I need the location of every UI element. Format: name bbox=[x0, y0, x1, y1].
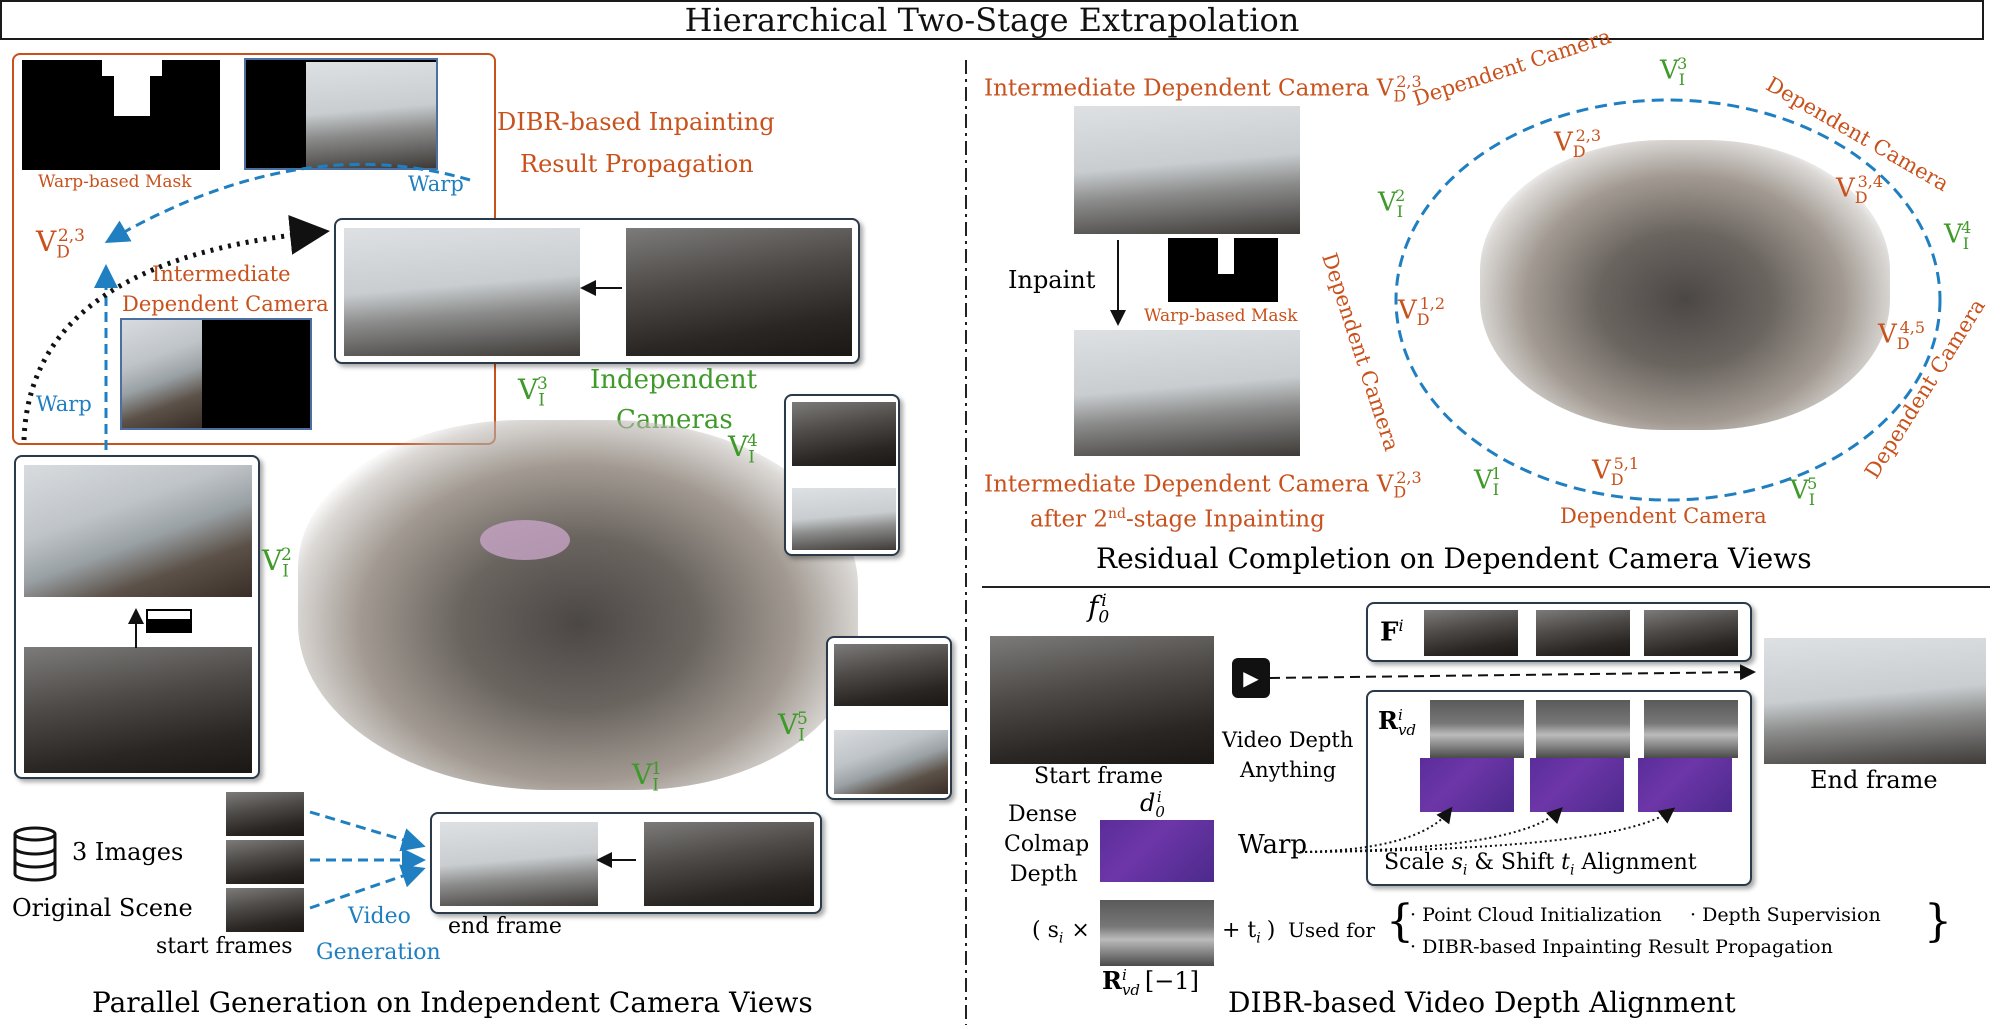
start-frame-2 bbox=[226, 840, 304, 884]
orbit-vi4-label: VI4 bbox=[1944, 218, 1972, 253]
vi3-label: VI3 bbox=[518, 373, 548, 411]
formula-plus: + ti) bbox=[1222, 918, 1276, 947]
rt-warp-mask-label: Warp-based Mask bbox=[1144, 306, 1298, 326]
start-frame-3 bbox=[226, 888, 304, 932]
start-frame-label: Start frame bbox=[1034, 764, 1164, 789]
vi4-label: VI4 bbox=[728, 430, 758, 468]
bottom-camera-label-line2: after 2nd-stage Inpainting bbox=[1030, 506, 1325, 533]
database-icon bbox=[12, 826, 58, 882]
orbit-vi5-label: VI5 bbox=[1790, 474, 1818, 509]
three-images-label: 3 Images bbox=[72, 838, 184, 866]
result-image bbox=[344, 228, 580, 356]
orbit-scene-pointcloud bbox=[1480, 140, 1890, 430]
dense-line2: Colmap bbox=[1004, 832, 1090, 857]
pre-inpaint-image bbox=[1074, 106, 1300, 234]
f0-label: f0i bbox=[1088, 590, 1110, 628]
mask-hole-top bbox=[102, 60, 162, 76]
vi5-label: VI5 bbox=[778, 708, 808, 746]
vi2-label: VI2 bbox=[262, 544, 292, 582]
formula-open: ( si× bbox=[1032, 918, 1090, 947]
orbit-vd12-label: VD1,2 bbox=[1398, 294, 1446, 329]
scene-pointcloud bbox=[298, 420, 858, 790]
vda-label-line2: Anything bbox=[1240, 758, 1337, 782]
end-frame-image bbox=[1764, 638, 1986, 764]
video-depth-icon: ▶ bbox=[1232, 658, 1270, 698]
independent-label-line1: Independent bbox=[590, 365, 758, 395]
colmap-depth-image bbox=[1100, 820, 1214, 882]
Rvd-frames-box: Rvdi Scale si & Shift ti Alignment bbox=[1366, 690, 1752, 886]
left-caption: Parallel Generation on Independent Camer… bbox=[92, 986, 813, 1019]
vi5-frames-box bbox=[826, 636, 952, 800]
inpaint-label: Inpaint bbox=[1008, 266, 1096, 294]
d0-label: d0i bbox=[1140, 788, 1165, 821]
dibr-label-line1: DIBR-based Inpainting bbox=[497, 108, 775, 136]
brace-left: { bbox=[1386, 896, 1414, 947]
dibr-label-line2: Result Propagation bbox=[520, 150, 754, 178]
end-frame-label-right: End frame bbox=[1810, 766, 1938, 794]
scene-flowers bbox=[480, 520, 570, 560]
input-image bbox=[626, 228, 852, 356]
Rvd-minus1-image bbox=[1100, 900, 1214, 966]
right-top-caption: Residual Completion on Dependent Camera … bbox=[1096, 542, 1812, 575]
start-frames-label: start frames bbox=[156, 934, 293, 959]
orbit-vd51-label: VD5,1 bbox=[1592, 454, 1640, 489]
orbit-vi2-label: VI2 bbox=[1378, 186, 1406, 221]
warped-image bbox=[244, 58, 438, 170]
orbit-vd45-label: VD4,5 bbox=[1878, 318, 1926, 353]
vi4-frames-box bbox=[784, 394, 900, 556]
warp-mask-image bbox=[22, 60, 220, 170]
vda-label-line1: Video Depth bbox=[1222, 728, 1354, 752]
dep-camera-label-b: Dependent Camera bbox=[1560, 504, 1767, 528]
end-frame-label: end frame bbox=[448, 914, 562, 939]
warp-label-bottom: Warp bbox=[1238, 830, 1308, 860]
orbit-vd23-label: VD2,3 bbox=[1554, 126, 1602, 161]
bottom-camera-label-line1: Intermediate Dependent Camera VD2,3 bbox=[984, 468, 1422, 502]
orbit-vd34-label: VD3,4 bbox=[1836, 172, 1884, 207]
Fi-frames-box: Fi bbox=[1366, 602, 1752, 662]
use-item-3: · DIBR-based Inpainting Result Propagati… bbox=[1410, 936, 1833, 958]
brace-right: } bbox=[1924, 896, 1952, 947]
video-generation-line2: Generation bbox=[316, 940, 441, 965]
vi2-result-image bbox=[24, 465, 252, 597]
original-scene-label: Original Scene bbox=[12, 894, 193, 922]
orbit-vi3-label: VI3 bbox=[1660, 54, 1688, 89]
main-title: Hierarchical Two-Stage Extrapolation bbox=[0, 0, 1984, 40]
start-frame-1 bbox=[226, 792, 304, 836]
dense-line3: Depth bbox=[1010, 862, 1078, 887]
inpaint-result-box bbox=[334, 218, 860, 364]
Rvd-minus1-label: Rvdi[−1] bbox=[1102, 966, 1199, 999]
top-camera-label: Intermediate Dependent Camera VD2,3 bbox=[984, 72, 1422, 106]
small-mask-icon bbox=[146, 609, 192, 633]
Fi-label: Fi bbox=[1380, 616, 1404, 648]
post-inpaint-image bbox=[1074, 330, 1300, 456]
end-frame-box bbox=[430, 812, 822, 914]
use-item-2: · Depth Supervision bbox=[1690, 904, 1881, 926]
vi1-label: VI1 bbox=[632, 758, 662, 796]
orbit-vi1-label: VI1 bbox=[1474, 464, 1502, 499]
used-for-label: Used for bbox=[1288, 918, 1376, 942]
scale-shift-label: Scale si & Shift ti Alignment bbox=[1384, 850, 1697, 879]
vi2-input-image bbox=[24, 647, 252, 773]
right-bottom-caption: DIBR-based Video Depth Alignment bbox=[1228, 986, 1736, 1019]
rt-mask-image bbox=[1168, 238, 1278, 302]
dense-line1: Dense bbox=[1008, 802, 1078, 827]
start-frame-image bbox=[990, 636, 1214, 764]
use-item-1: · Point Cloud Initialization bbox=[1410, 904, 1662, 926]
Rvd-label: Rvdi bbox=[1378, 706, 1417, 739]
